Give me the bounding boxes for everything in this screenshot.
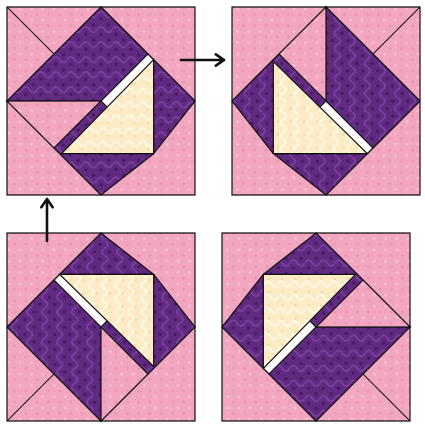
block-bottom-right <box>222 233 410 421</box>
block-top-right <box>232 7 420 195</box>
block-bottom-left <box>7 233 195 421</box>
blocks-layer <box>7 7 420 421</box>
block-top-left <box>7 7 195 195</box>
